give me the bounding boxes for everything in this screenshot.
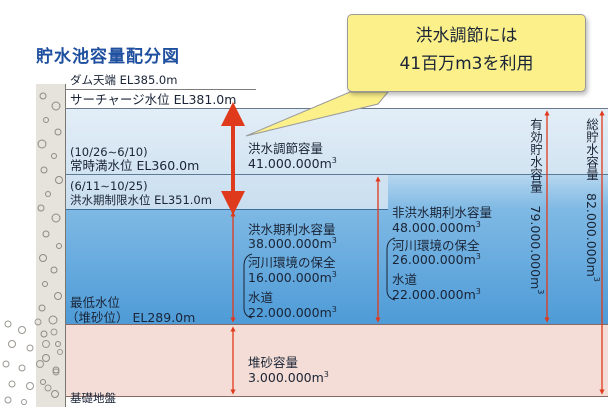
flood-breakdown-bracket [243,253,253,319]
normal-water-band [388,174,608,209]
effective-storage-label: 有効貯水容量 79.000.000m3 [528,118,546,295]
nonflood-use-label: 非洪水期利水容量 [392,205,493,220]
river-env-label-nonflood: 河川環境の保全 [392,238,480,253]
normal-period-label: (10/26∼6/10) [70,145,148,159]
normal-level-label: 常時満水位 EL360.0m [70,158,200,173]
dam-wall [36,84,66,407]
sediment-level-label: （堆砂位） EL289.0m [66,310,196,325]
water-supply-label-nonflood: 水道 [392,272,418,287]
foundation-label: 基礎地盤 [70,391,116,405]
sediment-layer [66,324,608,396]
diagram-title: 貯水池容量配分図 [36,47,180,67]
callout-line-2: 41百万m3を利用 [399,54,534,74]
river-env-label-flood: 河川環境の保全 [248,255,336,270]
dam-crest-label: ダム天端 EL385.0m [70,73,178,87]
foundation-line [66,396,608,397]
gravel-pattern [2,318,63,405]
sediment-capacity-value: 3.000.000m3 [248,369,329,385]
crest-line [66,89,256,90]
water-supply-value-flood: 22.000.000m3 [248,304,337,320]
flood-control-label: 洪水調節容量 [248,141,324,156]
river-env-value-nonflood: 26.000.000m3 [392,251,481,267]
flood-limit-label: 洪水期制限水位 EL351.0m [70,193,212,207]
flood-season-use-label: 洪水期利水容量 [248,222,336,237]
water-body [66,209,608,324]
sediment-line [66,324,608,325]
min-level-label: 最低水位 [70,295,121,310]
sediment-capacity-label: 堆砂容量 [248,355,299,370]
normal-line [66,174,608,175]
callout-pointer [245,91,390,137]
callout-box: 洪水調節には 41百万m3を利用 [347,14,586,92]
flood-control-value: 41.000.000m3 [248,155,337,171]
callout-line-1: 洪水調節には [415,26,518,46]
nonflood-breakdown-bracket [386,237,396,301]
surcharge-level-label: サーチャージ水位 EL381.0m [70,92,237,107]
flood-period-label: (6/11∼10/25) [70,179,148,193]
total-storage-label: 総貯水容量 82.000.000m3 [584,118,602,282]
flood-season-use-value: 38.000.000m3 [248,235,337,251]
river-env-value-flood: 16.000.000m3 [248,269,337,285]
nonflood-use-value: 48.000.000m3 [392,219,481,235]
water-supply-value-nonflood: 22.000.000m3 [392,286,481,302]
water-supply-label-flood: 水道 [248,290,274,305]
